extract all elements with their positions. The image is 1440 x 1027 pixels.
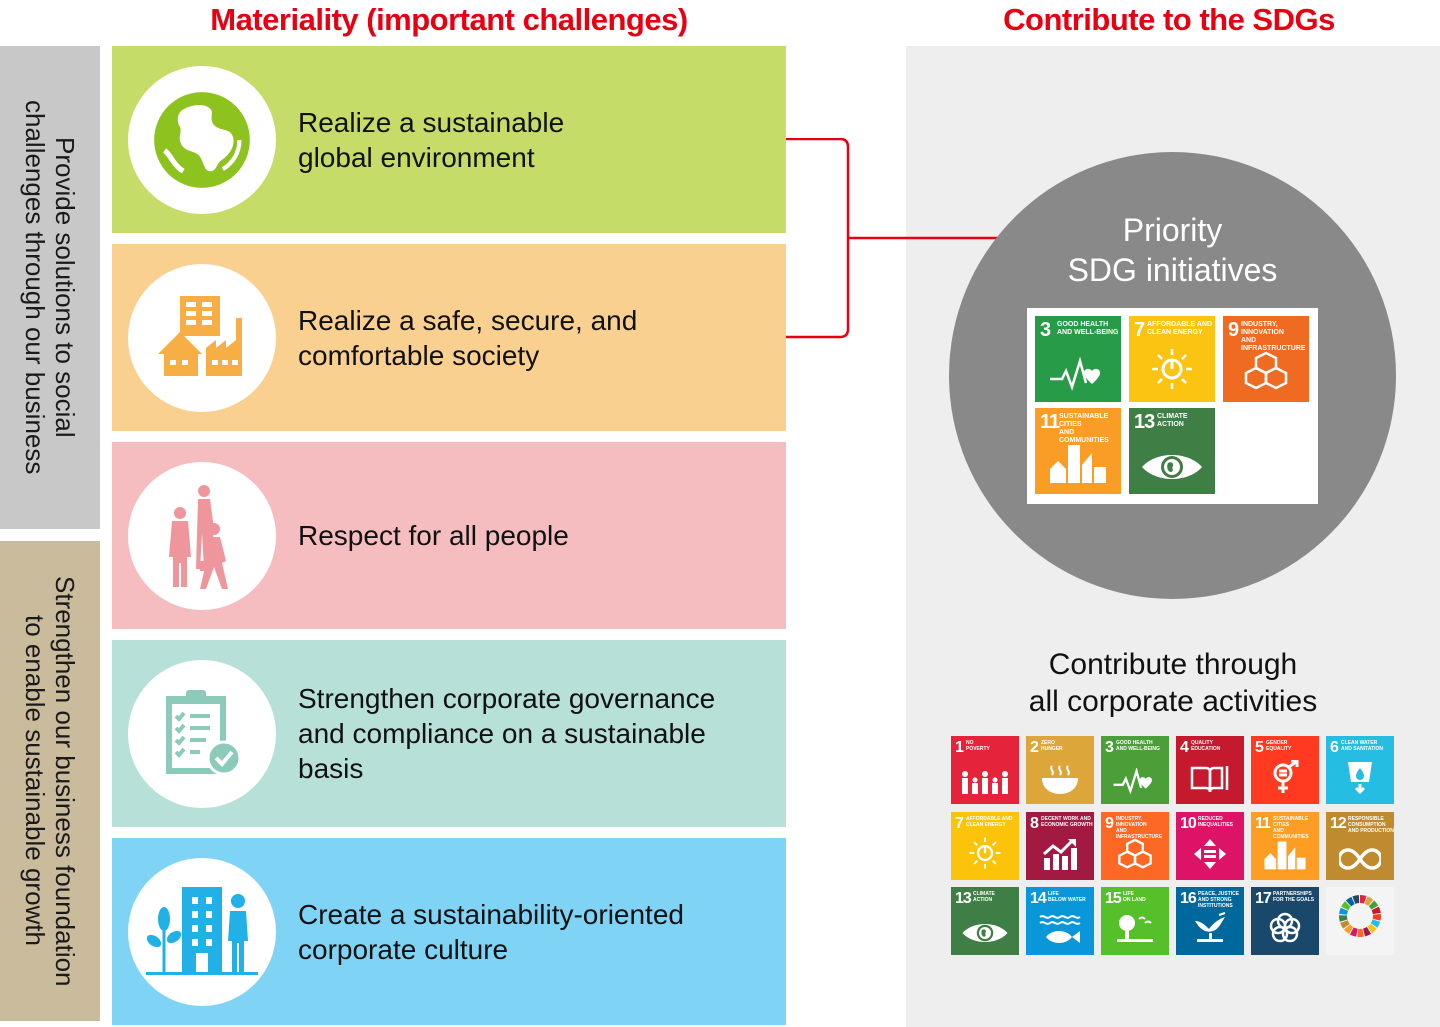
materiality-label: Realize a safe, secure, and comfortable … xyxy=(298,304,638,371)
people-icon xyxy=(128,461,276,610)
priority-title: Priority SDG initiatives xyxy=(1067,212,1278,288)
materiality-item-safe-society: Realize a safe, secure, and comfortable … xyxy=(112,244,786,431)
sdg-tile-13: 13 Climate action xyxy=(1129,408,1215,494)
eye-globe-icon xyxy=(1129,451,1215,488)
cubes-icon xyxy=(1223,351,1309,396)
arrows-equal-icon xyxy=(1176,838,1244,875)
contribute-title: Contribute through all corporate activit… xyxy=(1028,648,1318,718)
sdg-heading: Contribute to the SDGs xyxy=(1003,2,1335,37)
checklist-icon xyxy=(128,659,276,808)
materiality-label: Strengthen corporate governance and comp… xyxy=(298,683,716,784)
sdg-tile-11: 11Sustainable cities and communities xyxy=(1251,811,1319,880)
materiality-item-culture: Create a sustainability-oriented corpora… xyxy=(112,838,786,1025)
sdg-wheel-icon xyxy=(1326,893,1394,944)
sdg-tile-6: 6Clean water and sanitation xyxy=(1326,736,1394,804)
sdg-tile-13: 13Climate action xyxy=(951,887,1019,955)
sdg-logo-tile xyxy=(1326,887,1394,955)
sdg-tile-3: 3 Good health and well-being xyxy=(1035,316,1121,402)
sdg-tile-17: 17Partnerships for the goals xyxy=(1251,887,1319,955)
eye-globe-icon xyxy=(951,921,1019,950)
gender-icon xyxy=(1251,759,1319,799)
side-label-business-foundation: Strengthen our business foundation to en… xyxy=(0,541,100,1021)
materiality-label: Create a sustainability-oriented corpora… xyxy=(298,898,684,965)
sdg-tile-16: 16Peace, justice and strong institutions xyxy=(1176,887,1244,955)
heartbeat-icon xyxy=(1101,766,1169,799)
fish-icon xyxy=(1026,913,1094,950)
infinity-icon xyxy=(1326,847,1394,875)
sdg-tile-9: 9 Industry, innovation and infrastructur… xyxy=(1223,316,1309,402)
sdg-tile-7: 7 Affordable and clean energy xyxy=(1129,316,1215,402)
book-icon xyxy=(1176,764,1244,799)
sdg-tile-7: 7Affordable and clean energy xyxy=(951,811,1019,880)
building-person-icon xyxy=(128,857,276,1006)
materiality-item-governance: Strengthen corporate governance and comp… xyxy=(112,640,786,827)
bowl-icon xyxy=(1026,764,1094,799)
sdg-tile-11: 11 Sustainable cities and communities xyxy=(1035,408,1121,494)
materiality-label: Respect for all people xyxy=(298,520,569,551)
water-icon xyxy=(1326,760,1394,799)
side-label-text: Provide solutions to social challenges t… xyxy=(20,100,80,475)
sdg-tile-8: 8Decent work and economic growth xyxy=(1026,811,1094,880)
connector-bracket xyxy=(786,138,1001,339)
sdg-tile-14: 14Life below water xyxy=(1026,887,1094,955)
sdg-tile-10: 10Reduced inequalities xyxy=(1176,811,1244,880)
sun-power-icon xyxy=(951,836,1019,875)
sun-power-icon xyxy=(1129,347,1215,396)
city-icon xyxy=(1035,441,1121,488)
sdg-tile-15: 15Life on land xyxy=(1101,887,1169,955)
cubes-icon xyxy=(1101,838,1169,875)
heartbeat-icon xyxy=(1035,356,1121,396)
globe-icon xyxy=(128,65,276,214)
sdg-tile-1: 1No poverty xyxy=(951,736,1019,804)
growth-chart-icon xyxy=(1026,838,1094,875)
sdg-tile-12: 12Responsible consumption and production xyxy=(1326,811,1394,880)
side-label-social-solutions: Provide solutions to social challenges t… xyxy=(0,46,100,529)
sdg-tile-9: 9Industry, innovation and infrastructure xyxy=(1101,811,1169,880)
city-icon xyxy=(1251,838,1319,875)
sdg-tile-3: 3Good health and well-being xyxy=(1101,736,1169,804)
rings-icon xyxy=(1251,911,1319,950)
sdg-tile-2: 2Zero hunger xyxy=(1026,736,1094,804)
materiality-item-global-environment: Realize a sustainable global environment xyxy=(112,46,786,233)
materiality-heading: Materiality (important challenges) xyxy=(210,2,688,37)
dove-icon xyxy=(1176,911,1244,950)
materiality-item-respect-people: Respect for all people xyxy=(112,442,786,629)
city-factory-icon xyxy=(128,263,276,412)
priority-goals-box: 3 Good health and well-being 7 Affordabl… xyxy=(1027,308,1318,504)
sdg-tile-5: 5Gender equality xyxy=(1251,736,1319,804)
side-label-text: Strengthen our business foundation to en… xyxy=(20,575,80,987)
materiality-label: Realize a sustainable global environment xyxy=(298,106,565,173)
family-icon xyxy=(951,770,1019,799)
sdg-tile-4: 4Quality education xyxy=(1176,736,1244,804)
tree-icon xyxy=(1101,911,1169,950)
